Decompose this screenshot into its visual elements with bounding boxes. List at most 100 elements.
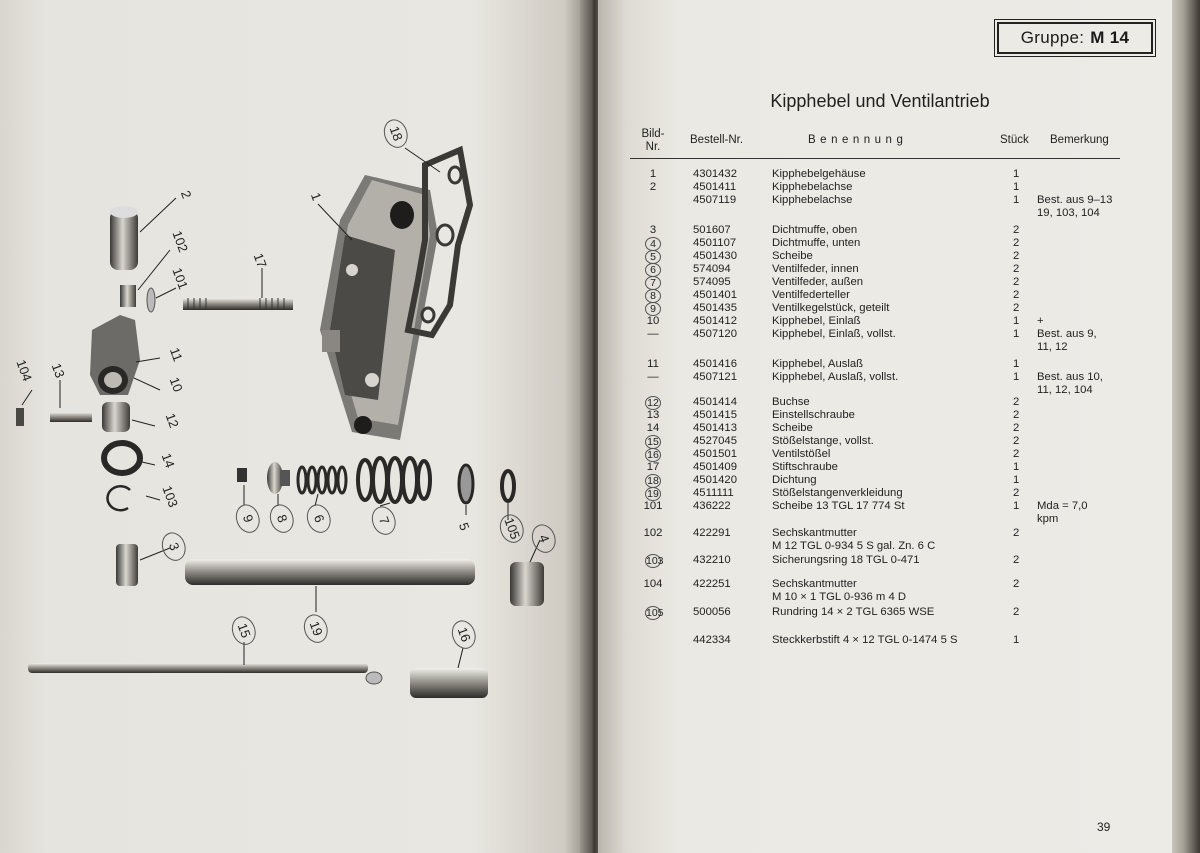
- col-benennung: Benennung: [808, 134, 908, 146]
- cell-bemerkung: Mda = 7,0: [1037, 500, 1088, 512]
- callout-3: 3: [161, 532, 186, 561]
- cell-bestell: 4501415: [693, 409, 737, 421]
- col-bild: Bild- Nr.: [640, 128, 666, 154]
- cell-benennung: Scheibe 13 TGL 17 774 St: [772, 500, 905, 512]
- cell-stueck: 2: [1013, 606, 1020, 618]
- callout-label: 16: [455, 625, 474, 644]
- cell-bemerkung: Best. aus 9–13: [1037, 194, 1113, 206]
- spring-seat: [267, 462, 290, 494]
- cell-stueck: 1: [1013, 461, 1020, 473]
- cell-bild: 9: [645, 302, 661, 316]
- cell-bestell: 574095: [693, 276, 731, 288]
- cell-benennung: Ventilstößel: [772, 448, 831, 460]
- cell-benennung: Rundring 14 × 2 TGL 6365 WSE: [772, 606, 935, 618]
- cell-bild: 2: [649, 181, 657, 193]
- cell-benennung: Kipphebelachse: [772, 181, 853, 193]
- cell-benennung: Sechskantmutter: [772, 578, 857, 590]
- callout-6: 6: [306, 504, 331, 533]
- cell-bild: 19: [645, 487, 661, 501]
- exploded-parts-drawing: 1812102101171041311101214103986751054319…: [13, 119, 556, 698]
- cell-stueck: 2: [1013, 289, 1020, 301]
- o-ring: [500, 469, 516, 503]
- cell-bild: —: [647, 328, 659, 340]
- cell-stueck: 1: [1013, 474, 1020, 486]
- bush: [102, 402, 130, 432]
- cell-benennung: Ventilfeder, innen: [772, 263, 859, 275]
- table-row: kpm: [630, 513, 1130, 527]
- callout-label: 13: [49, 361, 68, 380]
- callout-4: 4: [531, 524, 556, 553]
- callout-label: 10: [167, 375, 186, 394]
- group-value: M 14: [1090, 28, 1130, 47]
- callout-15: 15: [231, 616, 256, 645]
- cell-benennung: Stiftschraube: [772, 461, 838, 473]
- cell-bestell: 422251: [693, 578, 731, 590]
- callout-label: 5: [456, 520, 473, 532]
- seal-sleeve-upper: [116, 544, 138, 586]
- callout-label: 6: [311, 512, 328, 524]
- cell-benennung: Ventilkegelstück, geteilt: [772, 302, 890, 314]
- cell-bild: 105: [645, 606, 664, 620]
- hex-nut-102: [120, 285, 136, 307]
- callout-label: 7: [376, 514, 393, 526]
- cell-stueck: 2: [1013, 527, 1020, 539]
- cell-benennung: Steckkerbstift 4 × 12 TGL 0-1474 5 S: [772, 634, 958, 646]
- callout-circle: [231, 616, 256, 645]
- cell-bestell: 4501412: [693, 315, 737, 327]
- callout-label: 8: [274, 512, 291, 524]
- cell-bestell: 4501401: [693, 289, 737, 301]
- callout-circle: [383, 119, 408, 148]
- cell-bild: 11: [647, 358, 659, 370]
- callout-circle: [371, 506, 396, 535]
- cell-bild: 3: [649, 224, 657, 236]
- rocker-arm: [90, 315, 140, 395]
- callout-10: 10: [167, 375, 186, 394]
- callout-label: 12: [163, 411, 182, 430]
- callout-label: 18: [387, 124, 406, 143]
- callout-105: 105: [499, 514, 524, 543]
- washer-5: [457, 463, 475, 505]
- seal-sleeve-lower: [510, 562, 544, 606]
- cell-bestell: 4501416: [693, 358, 737, 370]
- callout-14: 14: [159, 451, 178, 470]
- callout-18: 18: [383, 119, 408, 148]
- cell-bild: 103: [645, 554, 664, 568]
- col-bild-line2: Nr.: [645, 141, 661, 153]
- cell-bestell: 436222: [693, 500, 731, 512]
- cell-bild: 16: [645, 448, 661, 462]
- cell-bild: 101: [643, 500, 663, 512]
- callout-circle: [235, 504, 260, 533]
- callout-label: 3: [166, 540, 183, 552]
- cell-stueck: 1: [1013, 181, 1020, 193]
- callout-label: 102: [169, 229, 191, 255]
- cell-bemerkung: Best. aus 10,: [1037, 371, 1103, 383]
- cell-bild: 5: [645, 250, 661, 264]
- cell-stueck: 1: [1013, 168, 1020, 180]
- page-number: 39: [1097, 820, 1111, 834]
- callout-2: 2: [178, 188, 195, 200]
- cell-bestell: 442334: [693, 634, 731, 646]
- table-row: 442334 Steckkerbstift 4 × 12 TGL 0-1474 5…: [630, 634, 1130, 648]
- cell-bild: —: [647, 371, 659, 383]
- cell-bestell: 4501411: [693, 181, 737, 193]
- callout-102: 102: [169, 229, 191, 255]
- cell-benennung: Kipphebelachse: [772, 194, 853, 206]
- right-page: [598, 0, 1172, 853]
- cell-bild: 12: [645, 396, 661, 410]
- valve-spring-inner: [296, 465, 348, 495]
- callout-label: 103: [159, 484, 181, 510]
- cell-stueck: 2: [1013, 487, 1020, 499]
- tappet: [410, 668, 488, 698]
- adjusting-screw: [50, 412, 92, 422]
- table-row: M 12 TGL 0-934 5 S gal. Zn. 6 C: [630, 540, 1130, 554]
- cell-stueck: 2: [1013, 448, 1020, 460]
